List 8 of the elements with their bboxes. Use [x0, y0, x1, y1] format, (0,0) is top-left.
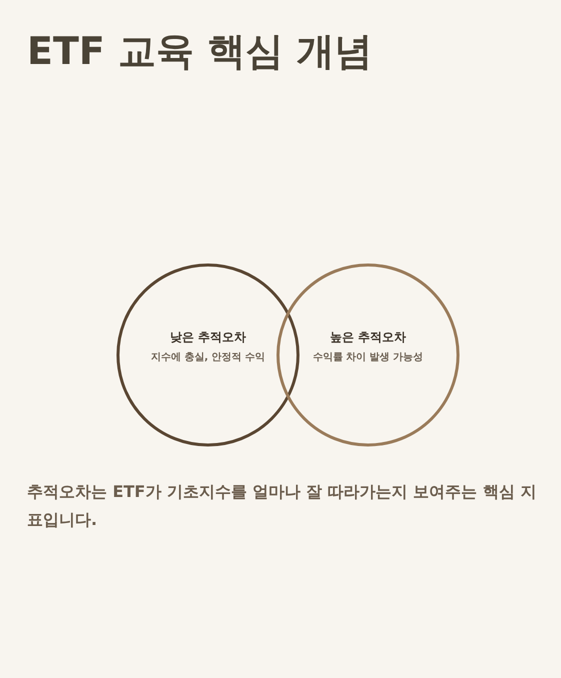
- circle-heading: 낮은 추적오차: [168, 329, 248, 346]
- circle-description: 지수에 충실, 안정적 수익: [150, 352, 266, 364]
- title: ETF 교육 핵심 개념: [27, 28, 373, 75]
- venn-circle: [276, 263, 460, 447]
- circle-description: 수익률 차이 발생 가능성: [312, 352, 424, 364]
- venn-circle: [116, 263, 300, 447]
- circle-heading: 높은 추적오차: [328, 329, 408, 346]
- caption: 추적오차는 ETF가 기초지수를 얼마나 잘 따라가는지 보여주는 핵심 지표입니다.: [27, 481, 538, 531]
